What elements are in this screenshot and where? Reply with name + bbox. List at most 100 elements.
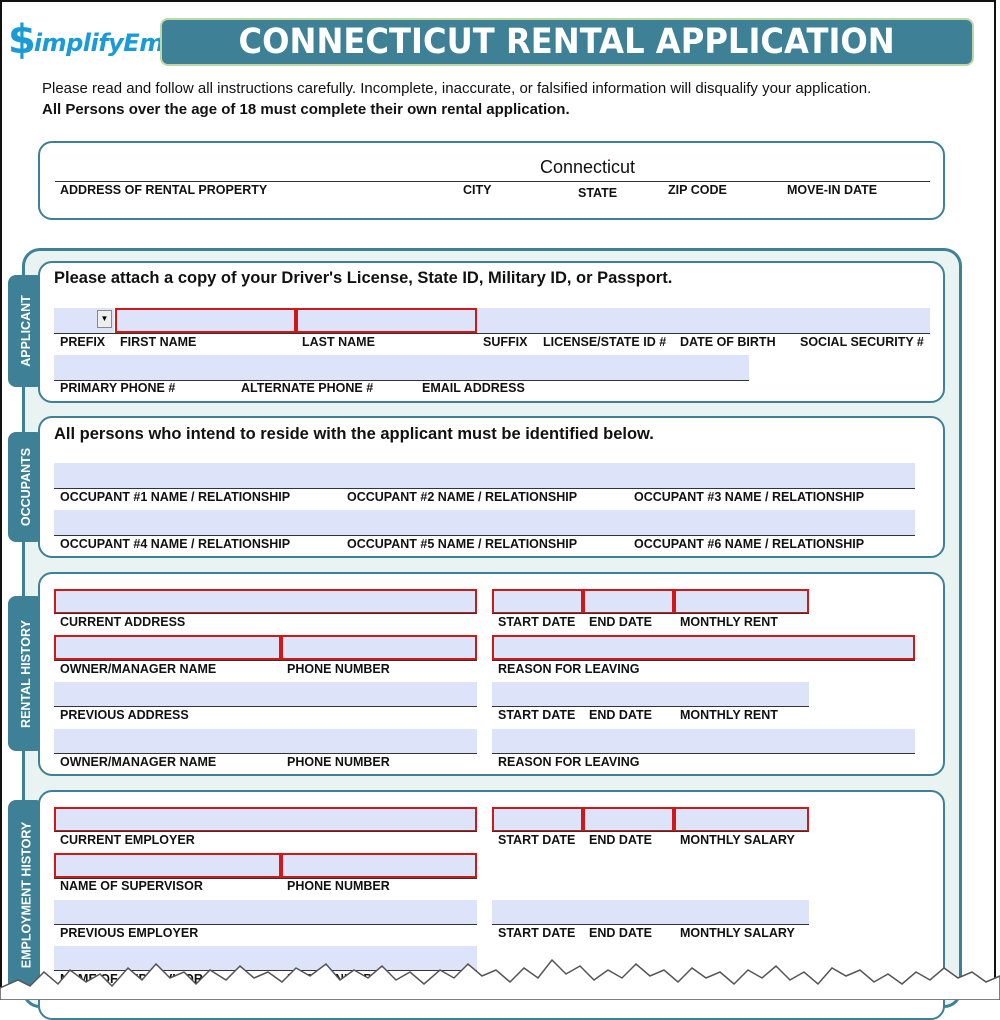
owner-phone-label: PHONE NUMBER xyxy=(287,662,390,676)
supervisor-phone-label: PHONE NUMBER xyxy=(287,879,390,893)
suffix-label: SUFFIX xyxy=(483,335,528,349)
employment-start-label: START DATE xyxy=(498,833,576,847)
address-label: ADDRESS OF RENTAL PROPERTY xyxy=(60,183,268,197)
prev-reason-field[interactable] xyxy=(492,729,915,754)
rental-line-1b xyxy=(492,613,809,614)
email-label: EMAIL ADDRESS xyxy=(422,381,525,395)
property-section xyxy=(38,141,945,220)
rental-line-2a xyxy=(54,660,477,661)
previous-address-field[interactable] xyxy=(54,682,477,707)
previous-dates-rent-field[interactable] xyxy=(492,682,809,707)
zip-label: ZIP CODE xyxy=(668,183,727,197)
occupant-5-label: OCCUPANT #5 NAME / RELATIONSHIP xyxy=(347,537,578,551)
occupants-line-2 xyxy=(54,535,915,536)
prev-employment-end-label: END DATE xyxy=(589,926,652,940)
monthly-rent-field[interactable] xyxy=(674,589,809,614)
prev-owner-name-label: OWNER/MANAGER NAME xyxy=(60,755,217,769)
state-value[interactable]: Connecticut xyxy=(540,157,636,177)
previous-employer-field[interactable] xyxy=(54,900,477,925)
rental-start-label: START DATE xyxy=(498,615,576,629)
employment-line-4 xyxy=(54,970,477,971)
reason-leaving-field[interactable] xyxy=(492,635,915,660)
prev-rental-start-label: START DATE xyxy=(498,708,576,722)
prev-employment-dates-field[interactable] xyxy=(492,900,809,925)
employment-end-date-field[interactable] xyxy=(583,807,674,832)
prev-monthly-salary-label: MONTHLY SALARY xyxy=(680,926,795,940)
employment-line-3a xyxy=(54,924,477,925)
owner-name-label: OWNER/MANAGER NAME xyxy=(60,662,217,676)
employment-end-label: END DATE xyxy=(589,833,652,847)
first-name-field[interactable] xyxy=(115,308,296,333)
property-line xyxy=(55,181,930,182)
intro-age-notice: All Persons over the age of 18 must comp… xyxy=(42,101,570,118)
employment-line-1b xyxy=(492,831,809,832)
previous-employer-label: PREVIOUS EMPLOYER xyxy=(60,926,199,940)
page-title: CONNECTICUT RENTAL APPLICATION xyxy=(238,22,896,62)
employment-start-date-field[interactable] xyxy=(492,807,583,832)
occupant-4-label: OCCUPANT #4 NAME / RELATIONSHIP xyxy=(60,537,291,551)
dob-label: DATE OF BIRTH xyxy=(680,335,776,349)
applicant-line-1 xyxy=(54,333,930,334)
occupants-row-1-fields[interactable] xyxy=(54,463,915,488)
rental-line-2b xyxy=(492,660,915,661)
rental-end-label: END DATE xyxy=(589,615,652,629)
chevron-down-icon[interactable]: ▼ xyxy=(97,310,112,328)
prev-owner-fields[interactable] xyxy=(54,729,477,754)
rental-line-4b xyxy=(492,753,915,754)
current-address-field[interactable] xyxy=(54,589,477,614)
ssn-label: SOCIAL SECURITY # xyxy=(800,335,924,349)
applicant-heading: Please attach a copy of your Driver's Li… xyxy=(54,269,673,287)
license-label: LICENSE/STATE ID # xyxy=(543,335,667,349)
applicant-line-2 xyxy=(54,380,749,381)
monthly-salary-label: MONTHLY SALARY xyxy=(680,833,795,847)
owner-phone-field[interactable] xyxy=(281,635,477,660)
rental-line-4a xyxy=(54,753,477,754)
intro-instructions: Please read and follow all instructions … xyxy=(42,80,872,97)
rental-start-date-field[interactable] xyxy=(492,589,583,614)
occupant-3-label: OCCUPANT #3 NAME / RELATIONSHIP xyxy=(634,490,865,504)
rental-end-date-field[interactable] xyxy=(583,589,674,614)
prev-supervisor-fields[interactable] xyxy=(54,946,477,971)
occupant-6-label: OCCUPANT #6 NAME / RELATIONSHIP xyxy=(634,537,865,551)
simplifyem-logo: $ implifyEm xyxy=(8,18,164,62)
title-banner: CONNECTICUT RENTAL APPLICATION xyxy=(160,18,974,66)
alternate-phone-label: ALTERNATE PHONE # xyxy=(241,381,374,395)
monthly-rent-label: MONTHLY RENT xyxy=(680,615,778,629)
id-info-fields[interactable] xyxy=(477,308,930,333)
current-employer-field[interactable] xyxy=(54,807,477,832)
supervisor-phone-field[interactable] xyxy=(281,853,477,878)
reason-leaving-label: REASON FOR LEAVING xyxy=(498,662,640,676)
primary-phone-label: PRIMARY PHONE # xyxy=(60,381,176,395)
rental-line-3b xyxy=(492,706,809,707)
current-address-label: CURRENT ADDRESS xyxy=(60,615,186,629)
occupants-row-2-fields[interactable] xyxy=(54,510,915,535)
prev-owner-phone-label: PHONE NUMBER xyxy=(287,755,390,769)
first-name-label: FIRST NAME xyxy=(120,335,197,349)
last-name-label: LAST NAME xyxy=(302,335,375,349)
rental-line-3a xyxy=(54,706,477,707)
occupant-2-label: OCCUPANT #2 NAME / RELATIONSHIP xyxy=(347,490,578,504)
employment-line-1a xyxy=(54,831,477,832)
last-name-field[interactable] xyxy=(296,308,477,333)
contact-fields[interactable] xyxy=(54,355,749,380)
occupants-line-1 xyxy=(54,488,915,489)
prev-rental-end-label: END DATE xyxy=(589,708,652,722)
prefix-label: PREFIX xyxy=(60,335,106,349)
employment-line-3b xyxy=(492,924,809,925)
movein-label: MOVE-IN DATE xyxy=(787,183,878,197)
city-label: CITY xyxy=(463,183,492,197)
occupant-1-label: OCCUPANT #1 NAME / RELATIONSHIP xyxy=(60,490,291,504)
prev-reason-leaving-label: REASON FOR LEAVING xyxy=(498,755,640,769)
employment-line-2 xyxy=(54,878,477,879)
prev-monthly-rent-label: MONTHLY RENT xyxy=(680,708,778,722)
owner-name-field[interactable] xyxy=(54,635,281,660)
rental-line-1a xyxy=(54,613,477,614)
logo-text: implifyEm xyxy=(33,29,164,57)
monthly-salary-field[interactable] xyxy=(674,807,809,832)
supervisor-name-label: NAME OF SUPERVISOR xyxy=(60,879,203,893)
prev-employment-start-label: START DATE xyxy=(498,926,576,940)
torn-edge-graphic xyxy=(0,958,1000,1000)
previous-address-label: PREVIOUS ADDRESS xyxy=(60,708,189,722)
supervisor-name-field[interactable] xyxy=(54,853,281,878)
dollar-icon: $ xyxy=(8,17,36,63)
